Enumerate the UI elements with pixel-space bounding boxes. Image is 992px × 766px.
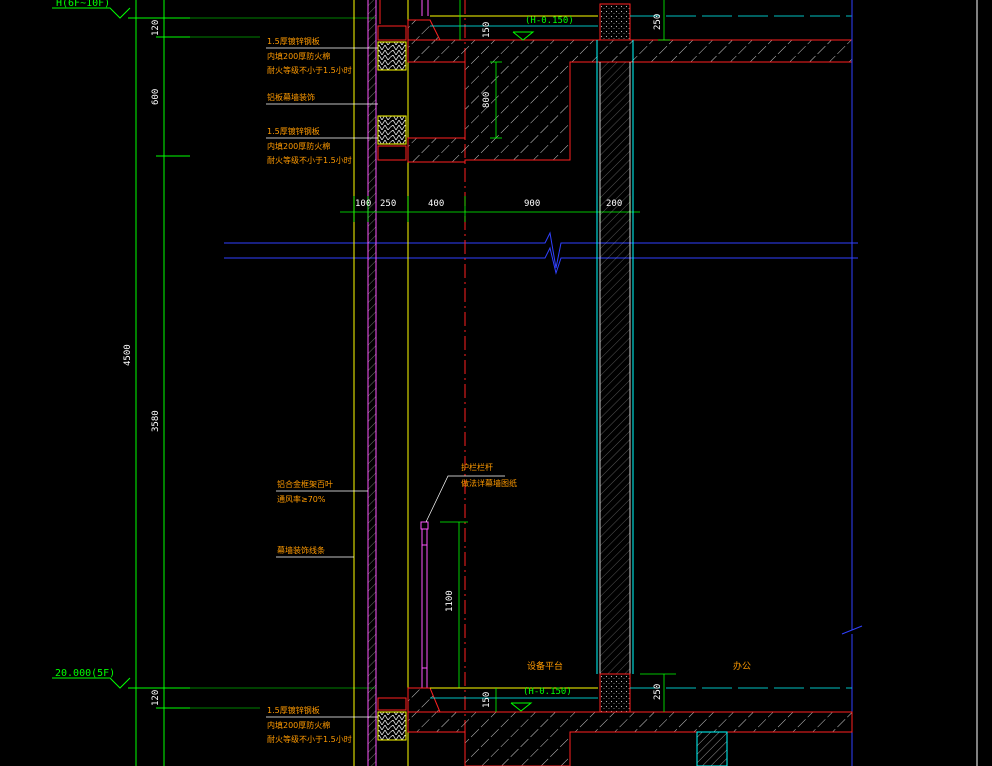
note-1-line-2: 内填200厚防火棉 bbox=[267, 51, 330, 61]
note-7-line-1: 1.5厚镀锌钢板 bbox=[267, 705, 320, 715]
level-marker-bottom: 20.000(5F) bbox=[52, 668, 131, 689]
level-marker-top: H(6F~10F) bbox=[52, 0, 131, 19]
break-line bbox=[224, 231, 858, 275]
dim-250: 250 bbox=[380, 199, 396, 209]
dim-1100: 1100 bbox=[445, 590, 455, 612]
dim-120-bottom: 120 bbox=[151, 690, 161, 706]
left-dimension-chain bbox=[128, 0, 376, 766]
dim-120-top: 120 bbox=[151, 20, 161, 36]
note-4-line-2: 通风率≥70% bbox=[277, 494, 326, 504]
level-label-bottom: 20.000(5F) bbox=[55, 668, 115, 679]
dim-150-bottom: 150 bbox=[482, 692, 492, 708]
dim-250-bottom: 250 bbox=[653, 684, 663, 700]
floor-elev-bottom: (H-0.150) bbox=[523, 687, 572, 697]
note-5: 幕墙装饰线条 bbox=[277, 545, 325, 555]
dim-400: 400 bbox=[428, 199, 444, 209]
note-3-line-3: 耐火等级不小于1.5小时 bbox=[267, 155, 352, 165]
dim-900: 900 bbox=[524, 199, 540, 209]
interior-wall bbox=[596, 40, 634, 674]
note-1-line-3: 耐火等级不小于1.5小时 bbox=[267, 65, 352, 75]
notes: 1.5厚镀锌钢板 内填200厚防火棉 耐火等级不小于1.5小时 铝板幕墙装饰 1… bbox=[267, 36, 517, 744]
level-label-top: H(6F~10F) bbox=[56, 0, 110, 9]
note-6-line-2: 做法详幕墙图纸 bbox=[461, 478, 517, 488]
note-7-line-3: 耐火等级不小于1.5小时 bbox=[267, 734, 352, 744]
note-3-line-2: 内填200厚防火棉 bbox=[267, 141, 330, 151]
dim-600: 600 bbox=[151, 89, 161, 105]
bottom-slab: (H-0.150) 150 250 bbox=[377, 673, 853, 766]
railing: 1100 bbox=[420, 475, 505, 689]
dim-250-top: 250 bbox=[653, 14, 663, 30]
note-leaders bbox=[266, 47, 378, 718]
note-2: 铝板幕墙装饰 bbox=[267, 92, 315, 102]
note-7-line-2: 内填200厚防火棉 bbox=[267, 720, 330, 730]
top-slab-dims bbox=[459, 0, 670, 139]
dim-4500: 4500 bbox=[123, 344, 133, 366]
dim-150-top: 150 bbox=[482, 22, 492, 38]
room-label-equipment-platform: 设备平台 bbox=[527, 660, 563, 672]
note-1-line-1: 1.5厚镀锌钢板 bbox=[267, 36, 320, 46]
room-label-office: 办公 bbox=[733, 660, 751, 672]
note-6-line-1: 护栏栏杆 bbox=[461, 462, 493, 472]
right-edge bbox=[841, 0, 863, 766]
dim-800: 800 bbox=[482, 92, 492, 108]
note-3-line-1: 1.5厚镀锌钢板 bbox=[267, 126, 320, 136]
facade-lines bbox=[353, 0, 409, 766]
dim-3580: 3580 bbox=[151, 410, 161, 432]
dim-100: 100 bbox=[355, 199, 371, 209]
floor-elev-top: (H-0.150) bbox=[525, 16, 574, 26]
vertical-dimension-texts: 120 600 4500 3580 120 bbox=[123, 20, 161, 706]
note-4-line-1: 铝合金框架百叶 bbox=[277, 479, 333, 489]
